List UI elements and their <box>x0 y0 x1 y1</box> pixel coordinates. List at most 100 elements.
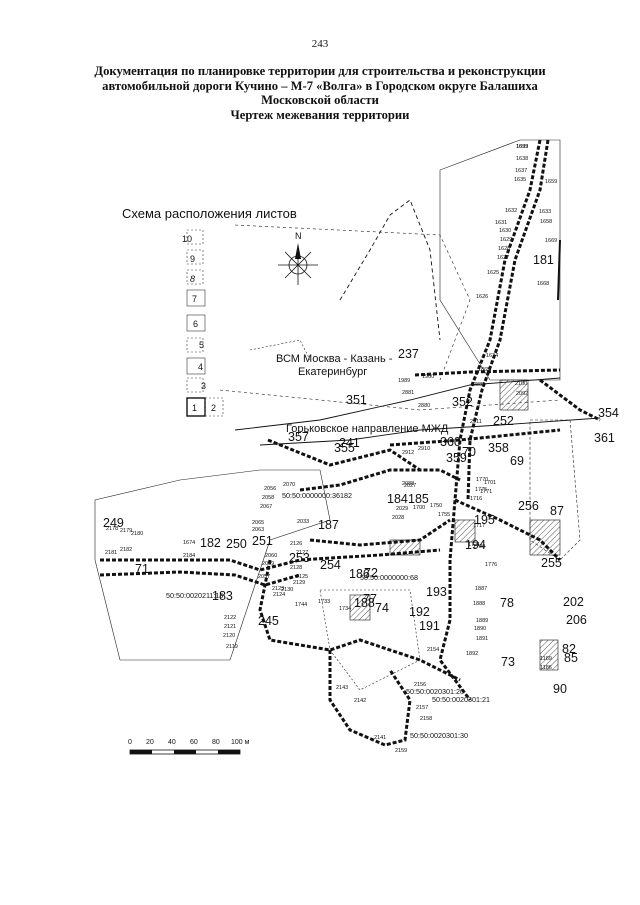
point-number: 1755 <box>438 512 450 518</box>
right-edge-line <box>557 239 561 301</box>
corridor-rail-west <box>267 438 421 472</box>
parcel-west <box>94 469 331 661</box>
scale-tick: 0 <box>128 739 132 746</box>
parcel-number: 352 <box>452 395 473 409</box>
parcel-number: 253 <box>289 551 310 565</box>
north-arrow-icon: N <box>278 231 318 285</box>
point-number: 2070 <box>283 482 295 488</box>
parcel-number: 87 <box>550 504 564 518</box>
survey-map: Схема расположения листов 10 9 8 7 6 5 4… <box>0 128 640 768</box>
parcel-number: 78 <box>500 596 514 610</box>
point-number: 1638 <box>516 156 528 162</box>
cadastral-label: 50:50:0000000:68 <box>360 573 418 582</box>
point-number: 2181 <box>105 550 117 556</box>
corridor-central-north <box>299 468 461 492</box>
dashed-boundary-3 <box>249 339 311 361</box>
point-number: 1633 <box>539 209 551 215</box>
point-number: 2180 <box>131 531 143 537</box>
point-number: 1674 <box>183 540 195 546</box>
point-number: 1720 <box>473 544 485 550</box>
sheet-5: 5 <box>199 340 204 350</box>
point-number: 1900 <box>422 374 434 380</box>
corridor-rail-top <box>414 368 561 377</box>
parcel-north-east <box>439 139 561 381</box>
point-number: 1701 <box>484 480 496 486</box>
point-number: 2088 <box>402 481 414 487</box>
point-number: 1669 <box>545 238 557 244</box>
point-number: 2141 <box>374 735 386 741</box>
parcel-number: 70 <box>462 445 476 459</box>
point-number: 1744 <box>295 602 307 608</box>
point-number: 2033 <box>297 519 309 525</box>
point-number: 1189 <box>540 656 552 662</box>
parcel-number: 77 <box>363 592 377 606</box>
building-6 <box>349 594 371 621</box>
parcel-number: 359 <box>446 451 467 465</box>
road-corridors <box>99 139 601 747</box>
point-number: 1624 <box>486 353 498 359</box>
parcel-number: 186 <box>349 567 370 581</box>
sheet-2: 2 <box>211 403 216 413</box>
cadastral-label: 50:50:0020211:16 <box>166 591 223 600</box>
point-number: 1627 <box>497 255 509 261</box>
point-number: 2129 <box>293 580 305 586</box>
sheet-1: 1 <box>192 403 197 413</box>
point-number: 1625 <box>487 270 499 276</box>
point-number: 1632 <box>505 208 517 214</box>
point-number: 1716 <box>470 496 482 502</box>
parcel-number: 82 <box>562 642 576 656</box>
parcel-number: 357 <box>288 430 309 444</box>
point-number: 2063 <box>252 527 264 533</box>
parcel-number: 191 <box>419 619 440 633</box>
parcel-number: 245 <box>258 614 279 628</box>
point-number: 1775 <box>475 487 487 493</box>
scale-tick: 100 м <box>231 739 250 746</box>
point-number: 2156 <box>414 682 426 688</box>
scale-tick: 40 <box>168 739 176 746</box>
cadastral-label: 50:50:0000000:36182 <box>282 491 352 500</box>
point-number: 2120 <box>223 633 235 639</box>
corridor-central-2 <box>309 518 451 547</box>
building-4 <box>499 379 529 411</box>
point-number: 2057 <box>258 574 270 580</box>
point-number: 2154 <box>427 647 439 653</box>
parcel-number: 361 <box>594 431 615 445</box>
sheet-scheme: Схема расположения листов 10 9 8 7 6 5 4… <box>122 206 318 417</box>
annotation-gorky: Горьковское направление МЖД <box>286 423 449 435</box>
point-number: 1700 <box>413 505 425 511</box>
parcel-number: 256 <box>518 499 539 513</box>
point-number: 2142 <box>354 698 366 704</box>
parcel-number: 185 <box>408 492 429 506</box>
point-number: 1770 <box>476 477 488 483</box>
point-number: 1989 <box>398 378 410 384</box>
point-number: 2158 <box>420 716 432 722</box>
point-number: 2912 <box>402 450 414 456</box>
title-line-1: Документация по планировке территории дл… <box>94 64 546 78</box>
point-number: 1186 <box>540 665 552 671</box>
cadastral-label: 50:50:0020301:21 <box>432 695 490 704</box>
corridor-west-road-b <box>99 570 301 587</box>
parcel-number: 193 <box>426 585 447 599</box>
point-number: 2100 <box>515 381 527 387</box>
point-number: 2128 <box>290 565 302 571</box>
dashed-boundary-1 <box>234 224 471 381</box>
point-number: 2184 <box>183 553 195 559</box>
parcel-number: 90 <box>553 682 567 696</box>
parcel-number: 252 <box>493 414 514 428</box>
scale-tick: 80 <box>212 739 220 746</box>
point-number: 1893 <box>516 144 528 150</box>
parcel-number: 69 <box>510 454 524 468</box>
corridor-northeast <box>539 378 601 422</box>
point-number: 2880 <box>418 403 430 409</box>
point-number: 2178 <box>106 526 118 532</box>
parcel-number: 202 <box>563 595 584 609</box>
scheme-title: Схема расположения листов <box>122 206 297 221</box>
sheet-6: 6 <box>193 319 198 329</box>
scale-bar: 0 20 40 60 80 100 м <box>128 739 250 755</box>
annotations: ВСМ Москва - Казань - Екатеринбург Горьк… <box>276 353 449 435</box>
corridor-north <box>448 139 542 561</box>
cadastral-labels: 50:50:0000000:36182 50:50:0000000:68 50:… <box>166 491 490 740</box>
north-label: N <box>295 231 302 241</box>
point-number: 1630 <box>499 228 511 234</box>
gorky-line <box>259 417 601 446</box>
